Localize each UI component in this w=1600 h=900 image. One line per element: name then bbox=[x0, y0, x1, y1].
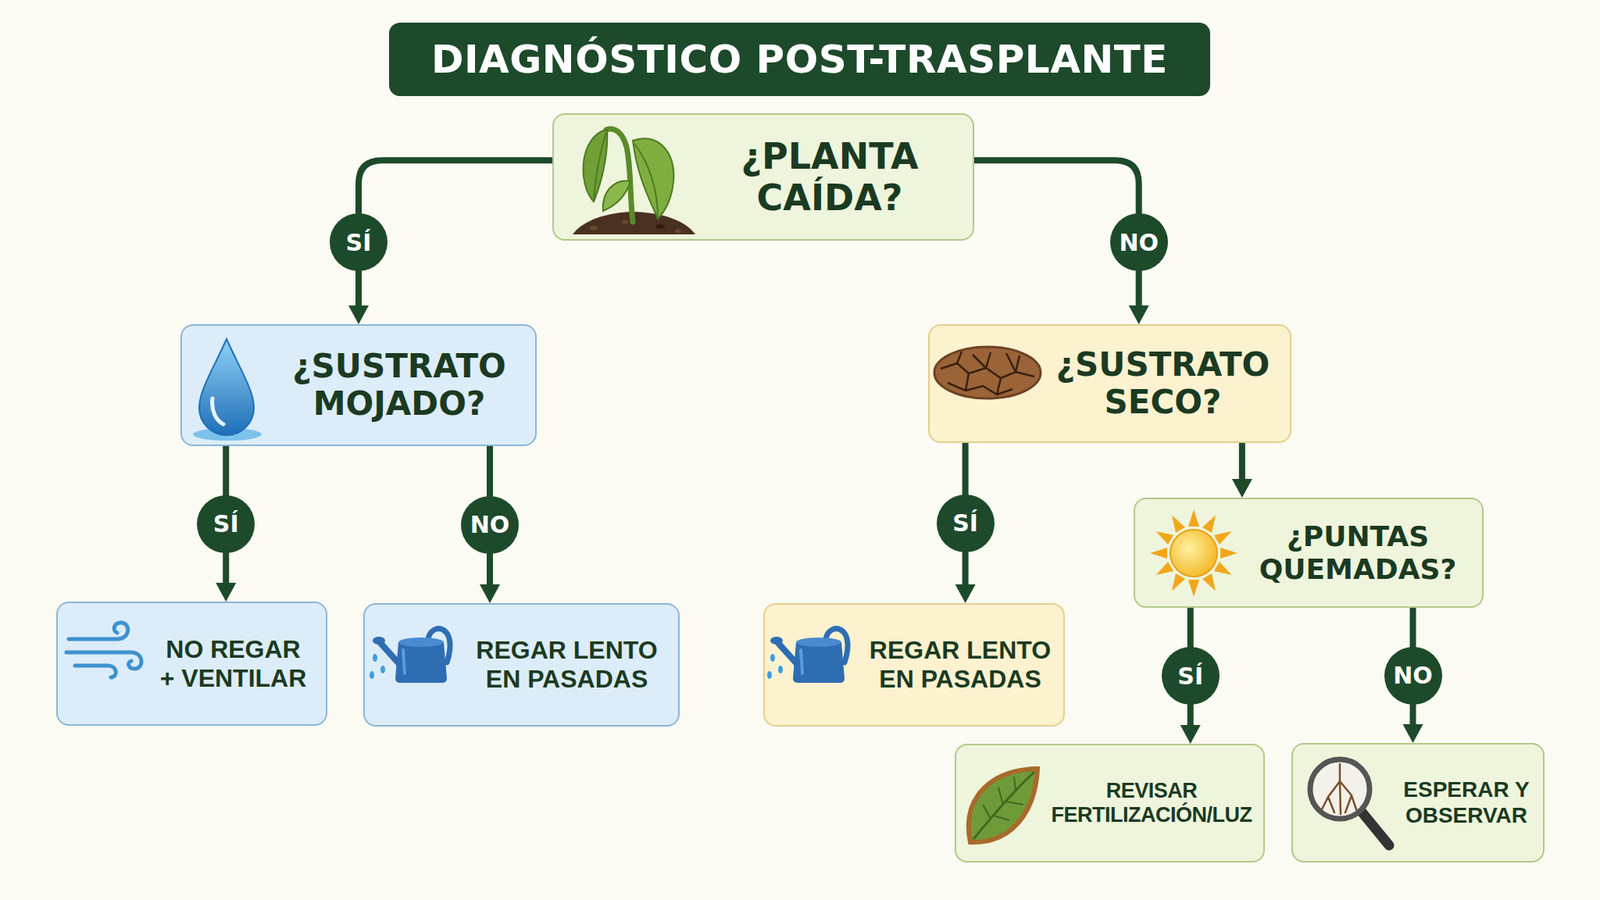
cracked-soil-icon-part bbox=[947, 351, 1020, 395]
edge-badge: SÍ bbox=[1161, 646, 1220, 705]
node-text-area: ¿PUNTAS QUEMADAS? bbox=[1244, 499, 1483, 607]
cracked-soil-icon-part bbox=[934, 346, 1041, 399]
edge-label: SÍ bbox=[952, 509, 979, 537]
title-banner: DIAGNÓSTICO POST-TRASPLANTE bbox=[389, 22, 1211, 97]
wilted-plant-icon-part bbox=[621, 220, 629, 225]
magnifier-icon-part bbox=[1310, 759, 1370, 819]
node-text-area: REVISAR FERTILIZACIÓN/LUZ bbox=[1046, 745, 1264, 861]
node-text-area: NO REGAR + VENTILAR bbox=[151, 603, 326, 725]
node-text-area: ¿PLANTA CAÍDA? bbox=[702, 114, 973, 240]
connector-line bbox=[358, 160, 553, 306]
wilted-plant-icon-part bbox=[675, 229, 682, 234]
node-text-area: REGAR LENTO EN PASADAS bbox=[466, 604, 679, 725]
edge-label: NO bbox=[1118, 228, 1159, 257]
edge-badge: SÍ bbox=[936, 494, 995, 553]
edge-label: NO bbox=[1392, 661, 1433, 690]
arrow-head bbox=[348, 305, 369, 325]
node-label: ¿SUSTRATO MOJADO? bbox=[275, 347, 523, 424]
node-label: REGAR LENTO EN PASADAS bbox=[866, 635, 1054, 694]
edge-badge: NO bbox=[1384, 646, 1443, 705]
water-drop-icon-part bbox=[212, 398, 224, 425]
node-label: ESPERAR Y OBSERVAR bbox=[1396, 777, 1537, 828]
arrow-head bbox=[955, 584, 976, 604]
node-label: REVISAR FERTILIZACIÓN/LUZ bbox=[1046, 778, 1258, 828]
node-text-area: REGAR LENTO EN PASADAS bbox=[866, 604, 1064, 725]
node-label: ¿PLANTA CAÍDA? bbox=[702, 135, 958, 219]
cracked-soil-icon bbox=[934, 346, 1041, 399]
edge-badge: SÍ bbox=[329, 213, 388, 272]
sun-icon-part bbox=[1170, 529, 1218, 577]
arrow-head bbox=[1128, 305, 1150, 325]
arrow-head bbox=[479, 584, 500, 604]
edge-label: SÍ bbox=[346, 228, 372, 257]
edge-badge: NO bbox=[460, 496, 519, 554]
wilted-plant-icon-part bbox=[655, 224, 665, 229]
node-label: ¿PUNTAS QUEMADAS? bbox=[1244, 520, 1472, 586]
arrow-head bbox=[1232, 478, 1253, 498]
wilted-plant-icon-part bbox=[589, 225, 598, 231]
edge-badge: NO bbox=[1110, 213, 1168, 272]
connector bbox=[1232, 442, 1253, 498]
arrow-head bbox=[1180, 725, 1201, 744]
connector-line bbox=[1239, 442, 1246, 479]
arrow-head bbox=[215, 582, 236, 602]
edge-label: SÍ bbox=[1177, 662, 1204, 690]
node-text-area: ¿SUSTRATO SECO? bbox=[1046, 325, 1290, 442]
burnt-leaf-icon-part bbox=[982, 776, 1024, 821]
edge-label: SÍ bbox=[213, 510, 240, 538]
node-label: ¿SUSTRATO SECO? bbox=[1046, 346, 1279, 422]
node-label: NO REGAR + VENTILAR bbox=[157, 635, 310, 693]
title-text: DIAGNÓSTICO POST-TRASPLANTE bbox=[431, 36, 1168, 83]
magnifier-icon-part bbox=[1321, 764, 1357, 815]
arrow-head bbox=[1403, 724, 1424, 743]
node-label: REGAR LENTO EN PASADAS bbox=[466, 635, 668, 694]
edge-badge: SÍ bbox=[196, 495, 255, 554]
node-text-area: ESPERAR Y OBSERVAR bbox=[1396, 744, 1543, 861]
node-text-area: ¿SUSTRATO MOJADO? bbox=[275, 325, 536, 445]
edge-label: NO bbox=[470, 510, 511, 539]
